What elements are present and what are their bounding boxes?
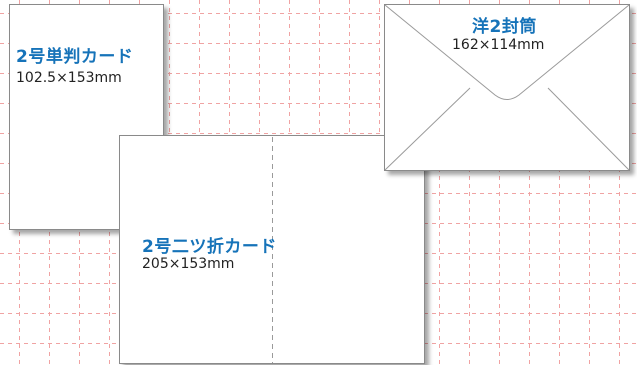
envelope-size: 162×114mm [452, 37, 545, 53]
single-card-title: 2号単判カード [16, 47, 134, 67]
envelope [384, 4, 630, 171]
folded-card-size: 205×153mm [142, 256, 235, 272]
single-card-size: 102.5×153mm [16, 70, 122, 86]
folded-card-title: 2号二ツ折カード [142, 237, 277, 257]
envelope-title: 洋2封筒 [472, 17, 537, 37]
